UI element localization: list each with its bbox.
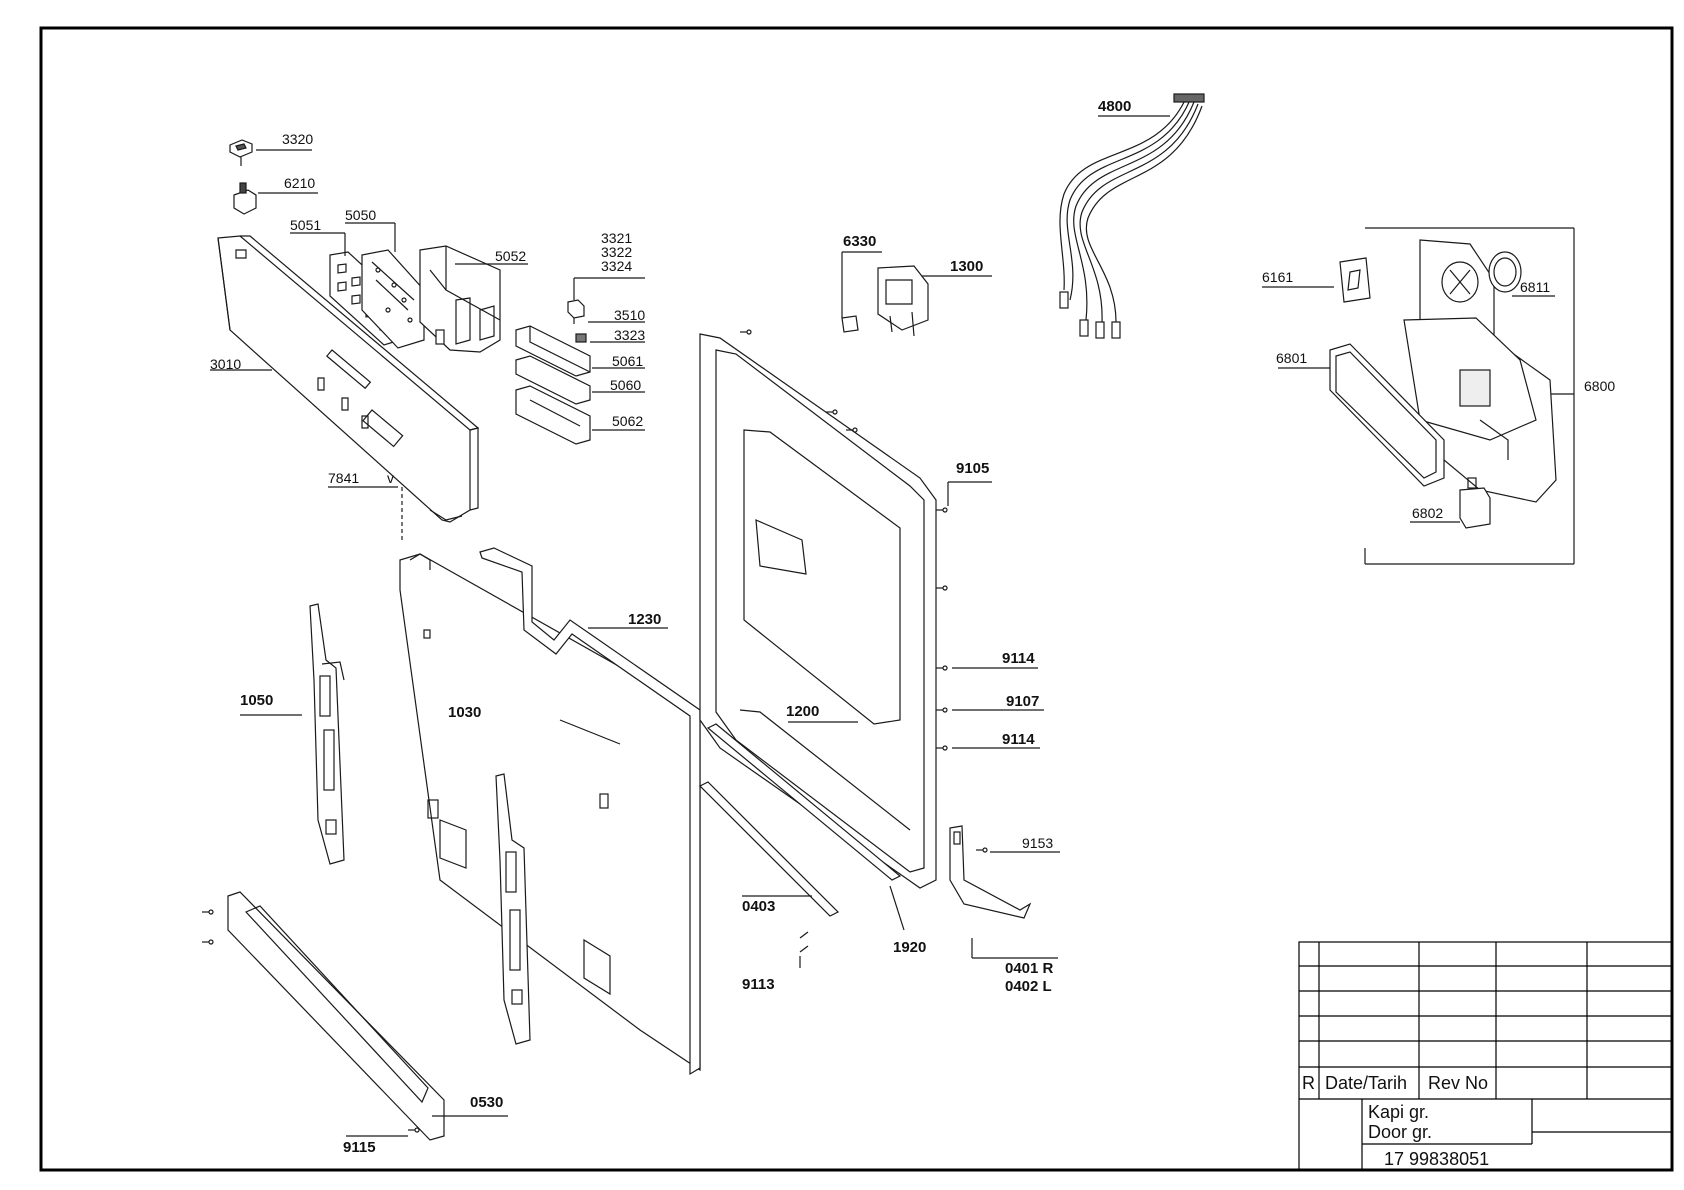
label-7841: 7841 (328, 470, 360, 486)
label-6800: 6800 (1584, 378, 1616, 394)
part-1920-strip (706, 723, 902, 881)
leader-1920 (889, 885, 905, 931)
part-6161-flap (1339, 257, 1371, 303)
label-1920: 1920 (893, 939, 927, 956)
label-1050: 1050 (240, 692, 274, 709)
part-5050-board (361, 249, 425, 349)
part-6800-dispenser (1403, 239, 1557, 503)
label-9153: 9153 (1022, 835, 1054, 851)
label-0401-r: 0401 R (1005, 960, 1054, 977)
part-6802-valve (1459, 477, 1491, 529)
title-block-drawing-number: 17 99838051 (1384, 1149, 1490, 1169)
part-0530-kick-panel (227, 891, 445, 1141)
part-1200-outer-door (699, 333, 937, 889)
part-5052-housing (419, 245, 501, 353)
title-block-date: Date/Tarih (1325, 1073, 1408, 1093)
part-1050-hinge-bracket (309, 603, 345, 865)
title-block-rev: Rev No (1428, 1073, 1489, 1093)
part-1230-door-gasket (479, 547, 701, 1076)
part-5061-button-strip (515, 325, 591, 377)
label-9105: 9105 (956, 460, 990, 477)
part-3323-spring (575, 333, 587, 343)
part-9115-screws (202, 909, 420, 1133)
label-9115: 9115 (343, 1139, 376, 1156)
part-3010-control-panel (217, 235, 480, 523)
label-1200: 1200 (786, 703, 820, 720)
part-4800-wiring-harness (1059, 93, 1205, 339)
label-5062: 5062 (612, 413, 644, 429)
label-0530: 0530 (470, 1094, 504, 1111)
label-3010: 3010 (210, 356, 242, 372)
title-block (1298, 941, 1673, 1171)
label-3320: 3320 (282, 131, 314, 147)
label-5060: 5060 (610, 377, 642, 393)
part-3321-button (567, 299, 585, 324)
part-1030-inner-panel (399, 553, 701, 1072)
label-1030: 1030 (448, 704, 482, 721)
label-0402-l: 0402 L (1005, 978, 1052, 995)
label-9114-b: 9114 (1002, 731, 1035, 748)
label-5050: 5050 (345, 207, 377, 223)
part-0403-strip (698, 781, 840, 917)
label-6811: 6811 (1520, 279, 1551, 295)
label-0403: 0403 (742, 898, 776, 915)
label-1300: 1300 (950, 258, 984, 275)
label-9113: 9113 (742, 976, 775, 993)
part-5062-button-frame (515, 385, 591, 445)
label-6210: 6210 (284, 175, 316, 191)
label-5061: 5061 (612, 353, 644, 369)
label-6802: 6802 (1412, 505, 1444, 521)
part-9113-screws (799, 931, 809, 953)
label-6161: 6161 (1262, 269, 1294, 285)
drawing-frame (39, 26, 1674, 1172)
label-3324: 3324 (601, 258, 633, 274)
label-9114-a: 9114 (1002, 650, 1035, 667)
part-1300-door-lock (877, 265, 929, 337)
label-3321: 3321 (601, 230, 633, 246)
label-1230: 1230 (628, 611, 662, 628)
bracket-6800 (1364, 227, 1575, 565)
part-6801-dispenser-lid (1329, 343, 1445, 487)
label-6801: 6801 (1276, 350, 1308, 366)
label-3323: 3323 (614, 327, 646, 343)
label-4800: 4800 (1098, 98, 1132, 115)
label-6330: 6330 (843, 233, 877, 250)
label-9107: 9107 (1006, 693, 1040, 710)
label-7841-v: v (387, 470, 394, 486)
label-3510: 3510 (614, 307, 646, 323)
label-5052: 5052 (495, 248, 527, 264)
part-6210-switch (233, 182, 257, 215)
label-5051: 5051 (290, 217, 322, 233)
title-block-title-tr: Kapi gr. (1368, 1102, 1430, 1122)
title-block-r: R (1302, 1073, 1315, 1093)
part-5060-button-strip (515, 355, 591, 405)
screws-1200 (740, 329, 988, 899)
part-3320-knob (229, 139, 253, 166)
title-block-title-en: Door gr. (1368, 1122, 1433, 1142)
part-0401-hinge (949, 825, 1032, 919)
label-3322: 3322 (601, 244, 633, 260)
part-6330-clip (841, 315, 859, 333)
part-hinge-bracket-right (495, 773, 531, 1045)
